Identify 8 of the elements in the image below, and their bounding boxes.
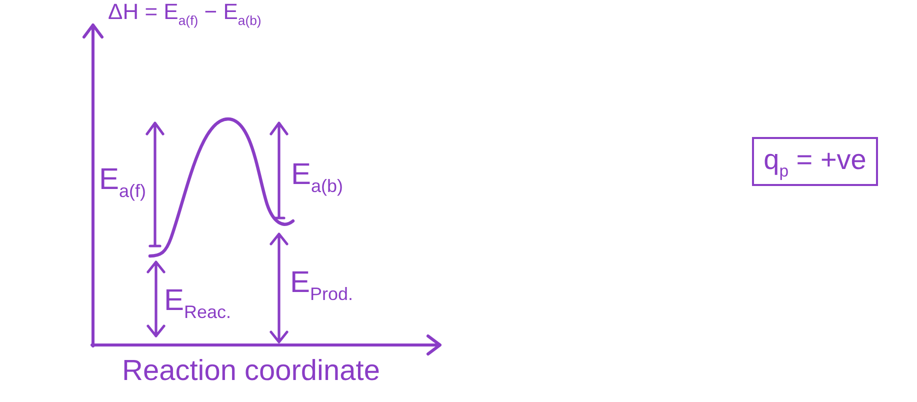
energy-label: E$_{a(f)}$ [99, 165, 146, 203]
energy-label: E$_{a(b)}$ [291, 160, 344, 198]
equation-text: ΔH = E$_{a(f)}$ − E$_{a(b)}$ [108, 1, 262, 30]
equation-text: q$_{p}$ = +ve [764, 142, 866, 182]
equation-box [752, 137, 878, 186]
axis-label: Reaction coordinate [122, 357, 380, 388]
energy-label: E$_{Prod.}$ [290, 268, 354, 306]
energy-label: E$_{Reac.}$ [164, 286, 232, 324]
